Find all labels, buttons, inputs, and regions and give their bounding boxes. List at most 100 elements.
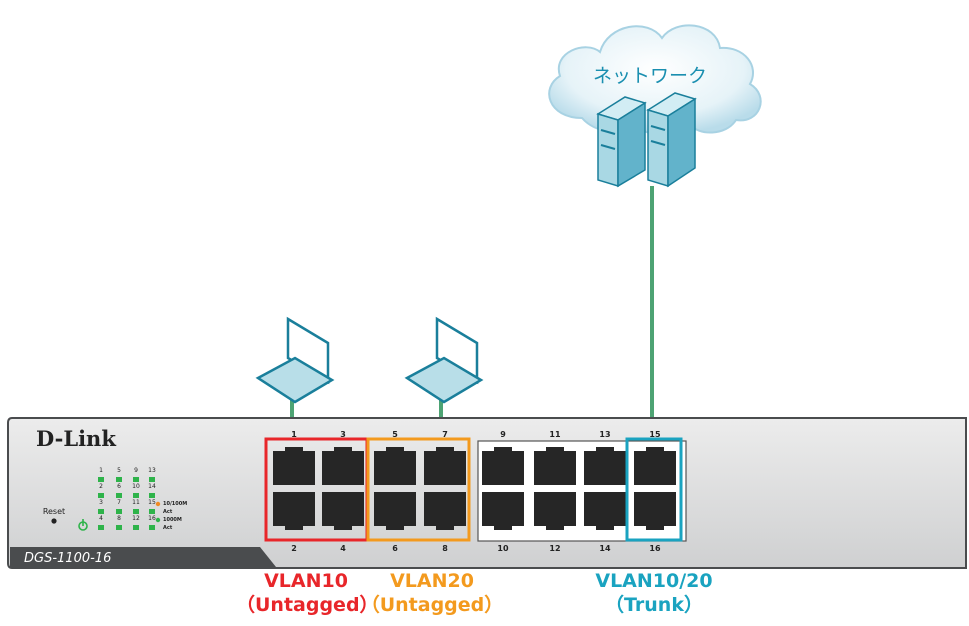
port-number: 10: [497, 544, 509, 553]
ethernet-port[interactable]: [482, 492, 524, 530]
port-number: 6: [392, 544, 398, 553]
amber-led-icon: [155, 501, 161, 507]
led-number: 16: [148, 515, 156, 522]
server-icon: [596, 96, 647, 188]
port-number: 8: [442, 544, 448, 553]
ethernet-port[interactable]: [424, 492, 466, 530]
trunk-caption: VLAN10/20 （Trunk）: [586, 569, 722, 617]
port-led: [98, 525, 104, 530]
port-number: 16: [649, 544, 661, 553]
ethernet-port[interactable]: [322, 492, 364, 530]
port-led: [98, 509, 104, 514]
port-led: [149, 525, 155, 530]
port-led: [98, 477, 104, 482]
port-led: [98, 493, 104, 498]
trunk-highlight-box: [625, 437, 683, 542]
legend-label: Act: [163, 525, 173, 531]
vlan10-caption: VLAN10 （Untagged）: [236, 569, 379, 617]
port-array: [273, 447, 676, 530]
ethernet-port[interactable]: [534, 492, 576, 530]
ethernet-port[interactable]: [482, 447, 524, 485]
legend-label: 10/100M: [163, 501, 187, 507]
ethernet-port[interactable]: [584, 492, 626, 530]
port-led: [133, 525, 139, 530]
port-led: [133, 477, 139, 482]
led-number: 3: [99, 499, 103, 506]
cloud-label: ネットワーク: [593, 65, 707, 87]
port-number: 1: [291, 430, 297, 439]
led-number: 10: [132, 483, 140, 490]
led-number: 4: [99, 515, 103, 522]
port-number: 4: [340, 544, 346, 553]
vlan10-name: VLAN10: [264, 570, 348, 592]
laptop-icon: [404, 316, 484, 404]
legend-label: 1000M: [163, 517, 182, 523]
network-cloud: ネットワーク: [548, 24, 762, 136]
led-number: 8: [117, 515, 121, 522]
led-number: 7: [117, 499, 121, 506]
port-led: [116, 509, 122, 514]
led-number: 14: [148, 483, 156, 490]
legend-label: Act: [163, 509, 173, 515]
led-number: 13: [148, 467, 156, 474]
port-led: [116, 525, 122, 530]
reset-button[interactable]: [51, 518, 57, 524]
led-number: 2: [99, 483, 103, 490]
vlan20-highlight-box: [366, 437, 471, 542]
led-number: 1: [99, 467, 103, 474]
vlan20-caption: VLAN20 （Untagged）: [357, 569, 507, 617]
port-led: [149, 493, 155, 498]
port-number: 5: [392, 430, 398, 439]
vlan20-name: VLAN20: [390, 570, 474, 592]
port-led: [133, 493, 139, 498]
ethernet-port[interactable]: [634, 447, 676, 485]
led-number: 9: [134, 467, 138, 474]
port-number: 11: [549, 430, 561, 439]
power-icon: [78, 519, 88, 531]
ethernet-port[interactable]: [273, 492, 315, 530]
ethernet-port[interactable]: [273, 447, 315, 485]
port-led: [116, 493, 122, 498]
led-number: 5: [117, 467, 121, 474]
server-icon: [646, 92, 697, 188]
ethernet-port[interactable]: [374, 492, 416, 530]
port-led: [149, 477, 155, 482]
led-number: 15: [148, 499, 156, 506]
ethernet-port[interactable]: [322, 447, 364, 485]
led-number: 6: [117, 483, 121, 490]
ethernet-port[interactable]: [584, 447, 626, 485]
led-number: 11: [132, 499, 140, 506]
vlan10-mode: （Untagged）: [236, 594, 379, 616]
reset-label: Reset: [43, 507, 65, 516]
ethernet-port[interactable]: [634, 492, 676, 530]
trunk-mode: （Trunk）: [605, 594, 703, 616]
model-label: DGS-1100-16: [24, 551, 111, 566]
port-number: 12: [549, 544, 560, 553]
port-number: 3: [340, 430, 346, 439]
ethernet-port[interactable]: [424, 447, 466, 485]
green-led-icon: [155, 517, 161, 523]
led-number: 12: [132, 515, 140, 522]
port-led: [133, 509, 139, 514]
ethernet-port[interactable]: [534, 447, 576, 485]
vlan20-mode: （Untagged）: [360, 594, 504, 616]
port-number: 15: [649, 430, 661, 439]
trunk-name: VLAN10/20: [595, 570, 713, 592]
port-number: 7: [442, 430, 448, 439]
port-number: 9: [500, 430, 506, 439]
port-number: 14: [599, 544, 611, 553]
led-legend: 10/100M Act 1000M Act: [155, 501, 187, 531]
ethernet-port[interactable]: [374, 447, 416, 485]
port-number: 13: [599, 430, 610, 439]
port-number: 2: [291, 544, 297, 553]
port-led: [149, 509, 155, 514]
model-bar: [10, 547, 260, 567]
laptop-icon: [255, 316, 335, 404]
port-led: [116, 477, 122, 482]
brand-logo: D-Link: [36, 426, 116, 451]
